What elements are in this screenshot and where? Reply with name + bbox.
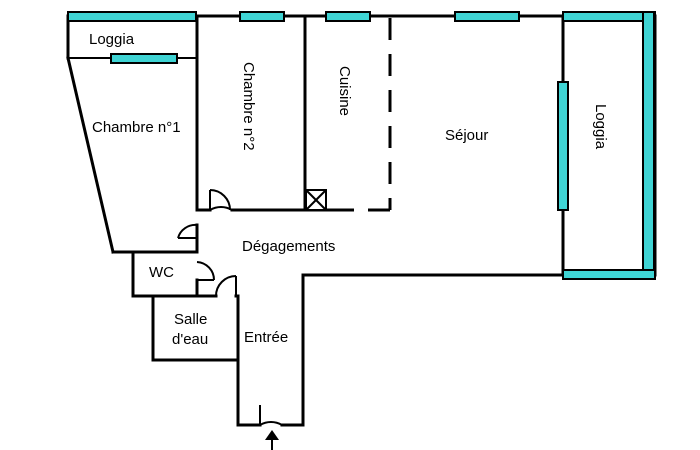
room-label-degagements: Dégagements [242,238,335,255]
window-sejour-loggia [557,81,569,211]
window-sejour [454,11,520,22]
room-label-chambre1: Chambre n°1 [92,119,181,136]
window-cuisine [325,11,371,22]
room-label-loggia-left: Loggia [89,31,135,48]
window-loggia-right-bottom [562,269,656,280]
window-loggia-right-top [562,11,656,22]
window-loggia-top [67,11,197,22]
window-chambre1 [110,53,178,64]
kitchen-partition [305,18,392,212]
walls [66,14,657,427]
room-label-loggia-right: Loggia [592,104,609,150]
room-label-salle-eau-1: Salle [174,311,207,328]
room-label-cuisine: Cuisine [336,66,353,116]
doors [177,189,283,426]
room-label-salle-eau-2: d'eau [172,331,208,348]
window-loggia-right-side [642,11,655,276]
room-label-entree: Entrée [244,329,288,346]
room-label-sejour: Séjour [445,127,488,144]
room-label-chambre2: Chambre n°2 [240,62,257,151]
room-label-wc: WC [149,264,174,281]
windows [67,11,656,280]
window-chambre2 [239,11,285,22]
entrance-arrow-icon [265,430,279,450]
